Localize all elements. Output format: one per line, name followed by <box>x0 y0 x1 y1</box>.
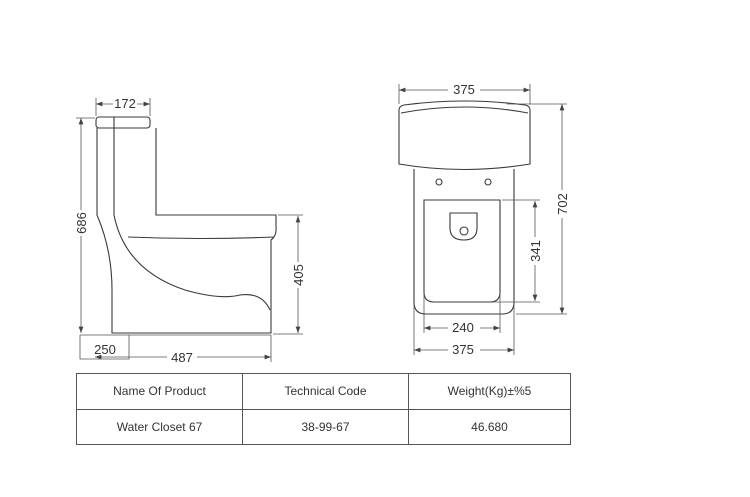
bowl-opening <box>423 199 501 303</box>
dim-total-height: 686 <box>74 212 89 234</box>
cell-technical-code: 38-99-67 <box>242 408 409 445</box>
bowl-outline <box>413 169 515 315</box>
dim-tank-width-front: 375 <box>453 82 475 97</box>
tank-lid <box>95 116 151 129</box>
cell-product-name: Water Closet 67 <box>76 408 243 445</box>
table-header-row: Name Of Product Technical Code Weight(Kg… <box>76 373 571 410</box>
spec-table: Name Of Product Technical Code Weight(Kg… <box>76 373 571 445</box>
cell-weight: 46.680 <box>408 408 571 445</box>
header-product-name: Name Of Product <box>76 373 243 410</box>
front-view: 375 702 341 240 375 <box>398 82 570 357</box>
dim-bowl-length: 341 <box>528 240 543 262</box>
seat-line <box>127 236 275 240</box>
side-view: 172 686 405 250 487 <box>73 96 306 365</box>
dim-base-width: 375 <box>452 342 474 357</box>
dim-total-depth: 487 <box>171 350 193 365</box>
dim-total-depth-front: 702 <box>555 193 570 215</box>
header-technical-code: Technical Code <box>242 373 409 410</box>
dim-bowl-width: 240 <box>452 320 474 335</box>
tank-top <box>398 100 531 171</box>
seat-hinge-hole <box>484 178 492 186</box>
trapway-curve <box>113 117 271 311</box>
table-row: Water Closet 67 38-99-67 46.680 <box>76 408 571 445</box>
dim-outlet-distance: 250 <box>94 342 116 357</box>
dim-tank-width-side: 172 <box>114 96 136 111</box>
seat-hinge-hole <box>435 178 443 186</box>
outlet-shape <box>449 212 478 241</box>
header-weight: Weight(Kg)±%5 <box>408 373 571 410</box>
toilet-side-outline <box>96 128 277 334</box>
dim-seat-height: 405 <box>291 264 306 286</box>
